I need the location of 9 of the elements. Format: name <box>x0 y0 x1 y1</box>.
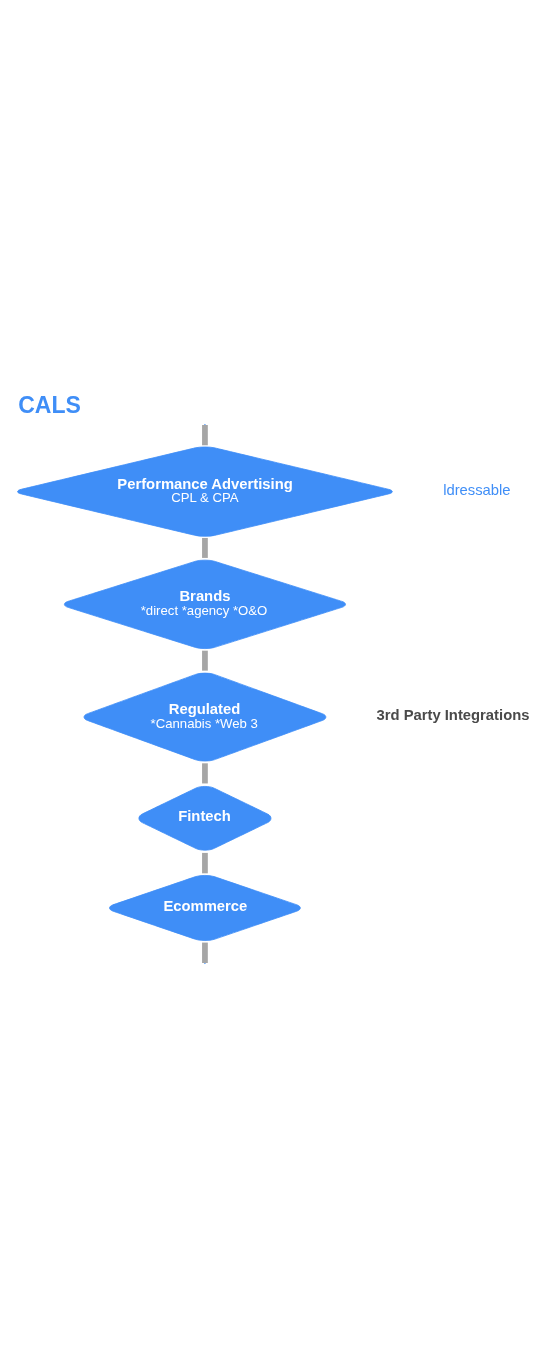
connector <box>202 537 208 558</box>
connector <box>202 650 208 671</box>
diagram-title: CALS <box>18 391 81 418</box>
connector <box>202 762 208 783</box>
connector <box>202 424 208 445</box>
label: 3rd Party Integrations <box>376 706 530 723</box>
connector <box>202 852 208 873</box>
label: ldressable <box>443 481 511 498</box>
connector <box>202 942 208 963</box>
